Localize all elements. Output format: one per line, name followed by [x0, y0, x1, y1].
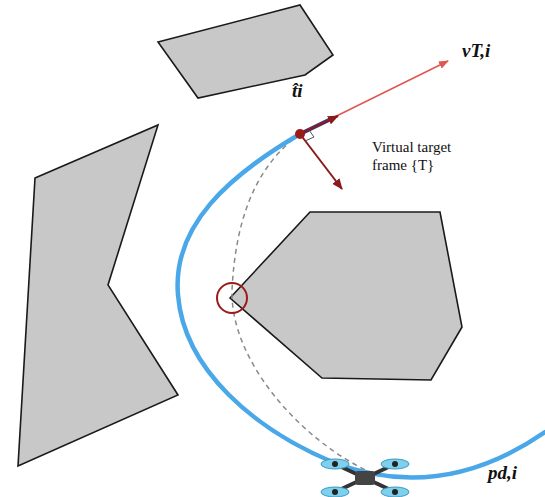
frame-label: Virtual target frame {T} [372, 138, 482, 174]
target-dot [295, 129, 305, 139]
right-angle [305, 130, 314, 141]
velocity-arrow [300, 61, 448, 134]
normal-arrow [300, 134, 342, 189]
dashed-path [232, 134, 370, 472]
obstacles [18, 5, 462, 466]
tangent-label: t̂i [292, 80, 303, 102]
reference-path [178, 134, 545, 478]
drone [321, 459, 409, 497]
position-label: pd,i [488, 462, 517, 484]
tangent-arrow [300, 116, 338, 134]
velocity-label: vT,i [462, 40, 490, 62]
closest-point-circle [217, 283, 247, 313]
